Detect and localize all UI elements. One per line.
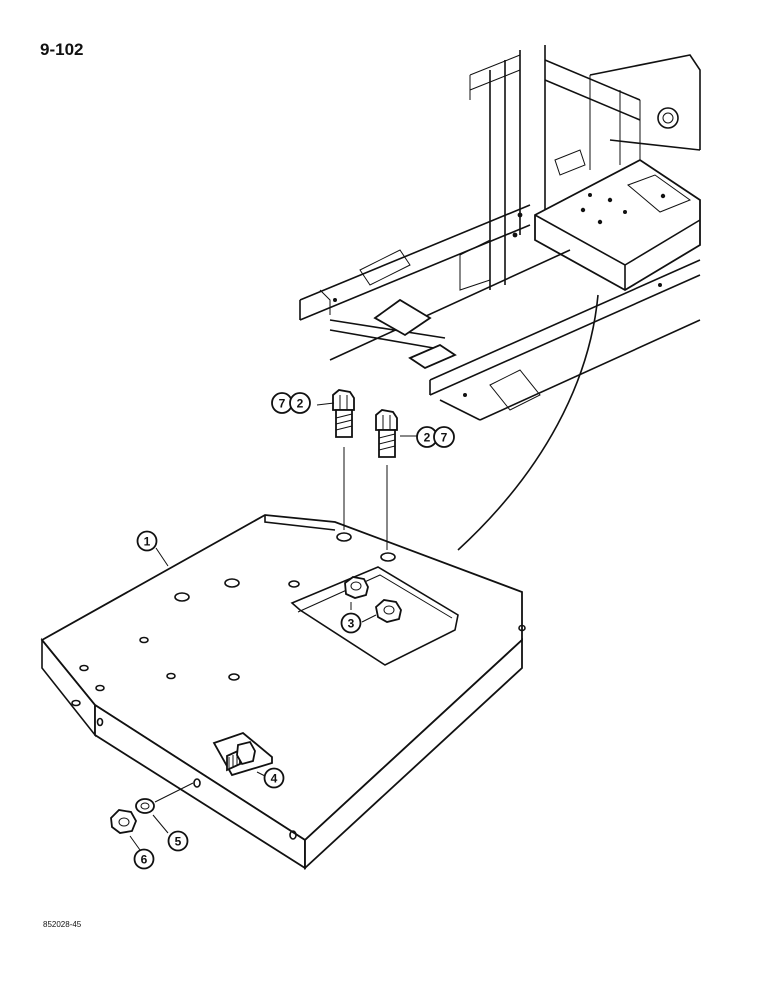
- nut-lower: [375, 599, 402, 623]
- machine-frame: [299, 45, 701, 421]
- callout-1: 1: [136, 530, 158, 552]
- callout-5-label: 5: [175, 835, 182, 849]
- callout-2-7-right: 2 7: [416, 426, 455, 448]
- callout-7a-label: 7: [279, 397, 286, 411]
- callout-3-label: 3: [348, 617, 355, 631]
- drawing-code: 852028-45: [43, 920, 82, 929]
- lockwasher-part-5: [135, 798, 155, 814]
- callout-2b-label: 2: [424, 431, 431, 445]
- callout-4: 4: [263, 767, 285, 789]
- callout-2a-label: 2: [297, 397, 304, 411]
- nut-upper: [344, 576, 369, 599]
- callout-6: 6: [133, 848, 155, 870]
- hardware-alignment-line: [154, 782, 194, 803]
- callout-7b-label: 7: [441, 431, 448, 445]
- callout-7-2-left: 7 2: [271, 392, 311, 414]
- page-number: 9-102: [40, 40, 84, 59]
- bolt-left: [332, 389, 355, 438]
- callout-6-label: 6: [141, 853, 148, 867]
- nut-part-6: [110, 809, 137, 834]
- callout-4-label: 4: [271, 772, 278, 786]
- callout-3: 3: [340, 612, 362, 634]
- bolt-right: [375, 409, 398, 458]
- stud-part-4: [226, 740, 256, 772]
- seat-base-platform: [40, 514, 526, 871]
- callout-5: 5: [167, 830, 189, 852]
- callout-1-label: 1: [144, 535, 151, 549]
- assembly-leader-curve: [457, 294, 599, 551]
- leader-lines: [129, 402, 418, 851]
